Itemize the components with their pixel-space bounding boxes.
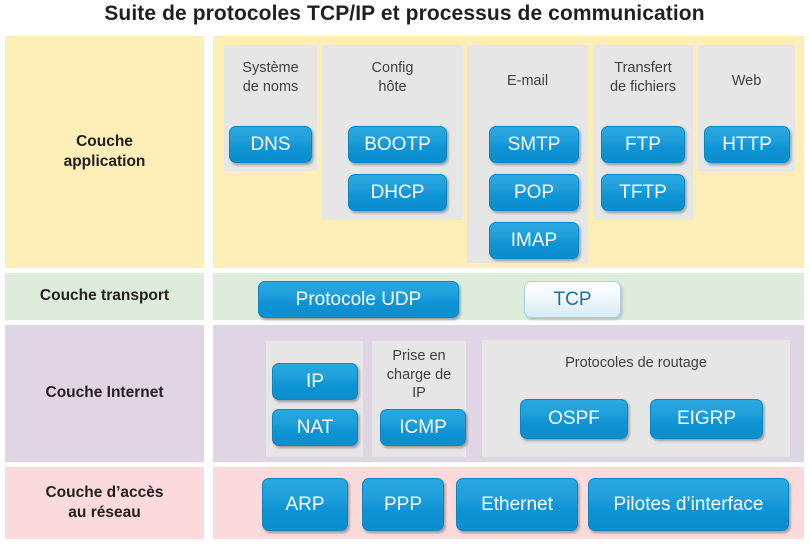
group-title-systeme-de-noms: Système de noms [224, 59, 317, 96]
protocol-chip-icmp[interactable]: ICMP [380, 409, 466, 446]
layer-label-application-line1: Couche [76, 132, 133, 150]
layer-body-transport: Protocole UDP TCP [213, 273, 804, 320]
layer-label-internet: Couche Internet [5, 325, 204, 462]
protocol-chip-imap[interactable]: IMAP [489, 222, 579, 259]
group-systeme-de-noms: Système de noms DNS [224, 45, 317, 171]
protocol-chip-eigrp[interactable]: EIGRP [650, 399, 763, 439]
group-title-line2: charge de [386, 366, 452, 383]
group-title-email: E-mail [506, 73, 549, 89]
layer-label-network-access: Couche d’accès au réseau [5, 467, 204, 539]
protocol-chip-ip[interactable]: IP [272, 363, 358, 400]
protocol-chip-tftp[interactable]: TFTP [601, 174, 685, 211]
protocol-chip-protocole-udp[interactable]: Protocole UDP [258, 281, 459, 318]
layer-body-application: Système de noms DNS Config hôte BOOTP DH… [213, 36, 804, 268]
protocol-chip-ppp[interactable]: PPP [362, 478, 444, 531]
group-title-line2: de fichiers [609, 78, 677, 95]
group-config-hote: Config hôte BOOTP DHCP [322, 45, 463, 220]
group-title-line1: Prise en [392, 348, 446, 364]
group-prise-en-charge-de-ip: Prise en charge de IP ICMP [372, 341, 466, 457]
layer-label-transport-text: Couche transport [39, 287, 170, 305]
group-web: Web HTTP [698, 45, 795, 171]
layer-label-application: Couche application [5, 36, 204, 268]
group-title-line2: hôte [378, 78, 407, 95]
layer-label-transport: Couche transport [5, 273, 204, 320]
group-title-line1: Transfert [614, 60, 672, 76]
protocol-chip-ftp[interactable]: FTP [601, 126, 685, 163]
protocol-chip-nat[interactable]: NAT [272, 409, 358, 446]
protocol-chip-dhcp[interactable]: DHCP [348, 174, 447, 211]
group-title-line2: de noms [242, 78, 299, 95]
protocol-chip-smtp[interactable]: SMTP [489, 126, 579, 163]
protocol-chip-pop[interactable]: POP [489, 174, 579, 211]
protocol-chip-tcp[interactable]: TCP [524, 281, 621, 318]
group-title-line3: IP [412, 385, 426, 402]
layer-body-network-access: ARP PPP Ethernet Pilotes d’interface [213, 467, 804, 539]
group-title-web: Web [731, 73, 762, 89]
group-title-prise-en-charge-de-ip: Prise en charge de IP [372, 347, 466, 403]
group-title-line1: Config [371, 60, 414, 76]
layer-label-network-access-line1: Couche d’accès [45, 483, 164, 501]
protocol-chip-arp[interactable]: ARP [262, 478, 348, 531]
page-title: Suite de protocoles TCP/IP et processus … [104, 2, 705, 25]
layer-label-application-line2: application [63, 153, 146, 170]
layer-label-internet-text: Couche Internet [45, 384, 164, 402]
group-ip-nat: IP NAT [266, 341, 363, 457]
group-protocoles-de-routage: Protocoles de routage OSPF EIGRP [482, 340, 790, 457]
layer-body-internet: IP NAT Prise en charge de IP ICMP Protoc… [213, 325, 804, 462]
protocol-chip-ethernet[interactable]: Ethernet [456, 478, 578, 531]
protocol-chip-ospf[interactable]: OSPF [520, 399, 628, 439]
layer-label-network-access-line2: au réseau [68, 504, 141, 521]
group-transfert-de-fichiers: Transfert de fichiers FTP TFTP [593, 45, 693, 220]
protocol-chip-bootp[interactable]: BOOTP [348, 126, 447, 163]
protocol-chip-dns[interactable]: DNS [229, 126, 312, 163]
group-title-protocoles-de-routage: Protocoles de routage [565, 355, 707, 371]
group-title-transfert-de-fichiers: Transfert de fichiers [593, 59, 693, 96]
group-title-config-hote: Config hôte [322, 59, 463, 96]
group-email: E-mail SMTP POP IMAP [467, 45, 588, 263]
group-title-line1: Système [242, 60, 299, 76]
protocol-chip-http[interactable]: HTTP [704, 126, 790, 163]
protocol-chip-pilotes-d-interface[interactable]: Pilotes d’interface [588, 478, 789, 531]
